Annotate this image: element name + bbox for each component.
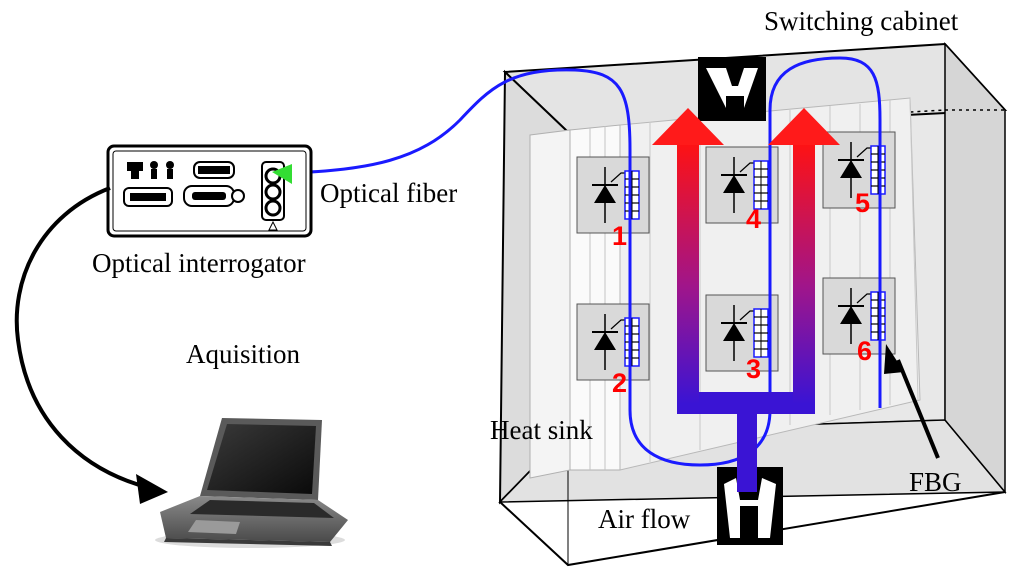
- switching-cabinet-label: Switching cabinet: [764, 6, 959, 36]
- thyristor-module-1: [576, 156, 650, 234]
- thyristor-module-5: [822, 131, 896, 209]
- air-flow-arrows: [652, 108, 840, 492]
- module-number-6: 6: [857, 336, 873, 366]
- heat-sink-label: Heat sink: [490, 415, 593, 445]
- fbg-pointer: [884, 344, 940, 459]
- thyristor-module-3: [705, 294, 779, 372]
- laptop-icon: [155, 418, 348, 548]
- top-fan: [698, 57, 766, 121]
- module-number-5: 5: [855, 188, 871, 218]
- fbg-label: FBG: [909, 467, 962, 497]
- optical-fiber-label: Optical fiber: [320, 178, 458, 208]
- optical-interrogator-label: Optical interrogator: [92, 248, 306, 278]
- module-number-4: 4: [746, 204, 762, 234]
- aquisition-label: Aquisition: [186, 339, 301, 369]
- air-flow-label: Air flow: [598, 504, 691, 534]
- thyristor-module-4: [705, 146, 779, 224]
- module-number-1: 1: [612, 221, 628, 251]
- acquisition-arrow: [14, 186, 168, 504]
- module-number-2: 2: [612, 368, 628, 398]
- optical-fiber: [287, 56, 882, 467]
- module-number-3: 3: [746, 354, 762, 384]
- optical-interrogator-device: [106, 144, 313, 238]
